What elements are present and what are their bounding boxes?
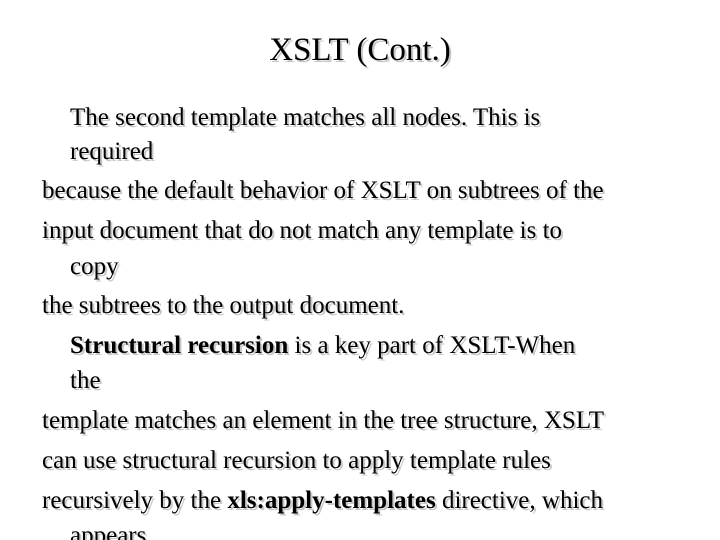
body-line-7: Structural recursion is a key part of XS… xyxy=(70,331,575,361)
apply-templates-term: xls:apply-templates xyxy=(227,487,436,514)
body-line-9: template matches an element in the tree … xyxy=(42,407,605,434)
slide-title: XSLT (Cont.) xyxy=(269,32,451,68)
body-line-11: recursively by the xls:apply-templates d… xyxy=(42,486,603,516)
body-line-1: The second template matches all nodes. T… xyxy=(70,104,541,131)
body-line-11-rest: directive, which xyxy=(435,487,603,514)
body-line-7-rest: is a key part of XSLT-When xyxy=(288,332,576,359)
body-line-10: can use structural recursion to apply te… xyxy=(42,447,551,474)
body-line-12: appears xyxy=(70,522,147,540)
body-line-8: the xyxy=(70,367,101,394)
body-line-5: copy xyxy=(70,253,119,280)
body-line-6: the subtrees to the output document. xyxy=(42,292,405,319)
structural-recursion-term: Structural recursion xyxy=(70,332,289,359)
body-line-2: required xyxy=(70,138,154,165)
body-line-11-pre: recursively by the xyxy=(42,487,228,514)
body-line-3: because the default behavior of XSLT on … xyxy=(42,177,604,204)
body-line-4: input document that do not match any tem… xyxy=(42,217,563,244)
